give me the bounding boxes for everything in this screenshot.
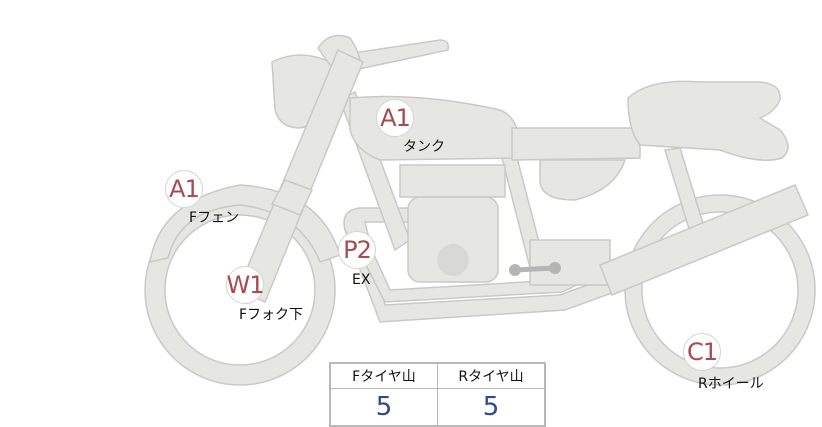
label-rear-wheel: Rホイール <box>698 376 764 392</box>
marker-front-fork[interactable]: W1 <box>226 266 265 304</box>
marker-rear-wheel[interactable]: C1 <box>683 333 721 371</box>
handlebar <box>339 39 450 73</box>
marker-tank[interactable]: A1 <box>376 99 414 137</box>
front-fork <box>237 48 364 303</box>
rear-tread-value: 5 <box>437 388 546 427</box>
swingarm <box>599 184 809 296</box>
label-front-fender: Fフェン <box>189 210 240 226</box>
label-front-fork: Fフォク下 <box>239 307 304 323</box>
marker-front-fender[interactable]: A1 <box>165 170 203 208</box>
front-tread-value: 5 <box>329 388 438 427</box>
engine <box>399 164 506 198</box>
label-exhaust: EX <box>352 272 371 288</box>
seat <box>627 80 789 161</box>
label-tank: タンク <box>403 139 445 155</box>
front-tread-header: Fタイヤ山 <box>329 362 438 389</box>
tire-tread-table: Fタイヤ山 Rタイヤ山 5 5 <box>329 362 546 427</box>
rear-tread-header: Rタイヤ山 <box>437 362 546 389</box>
marker-exhaust[interactable]: P2 <box>338 231 376 269</box>
